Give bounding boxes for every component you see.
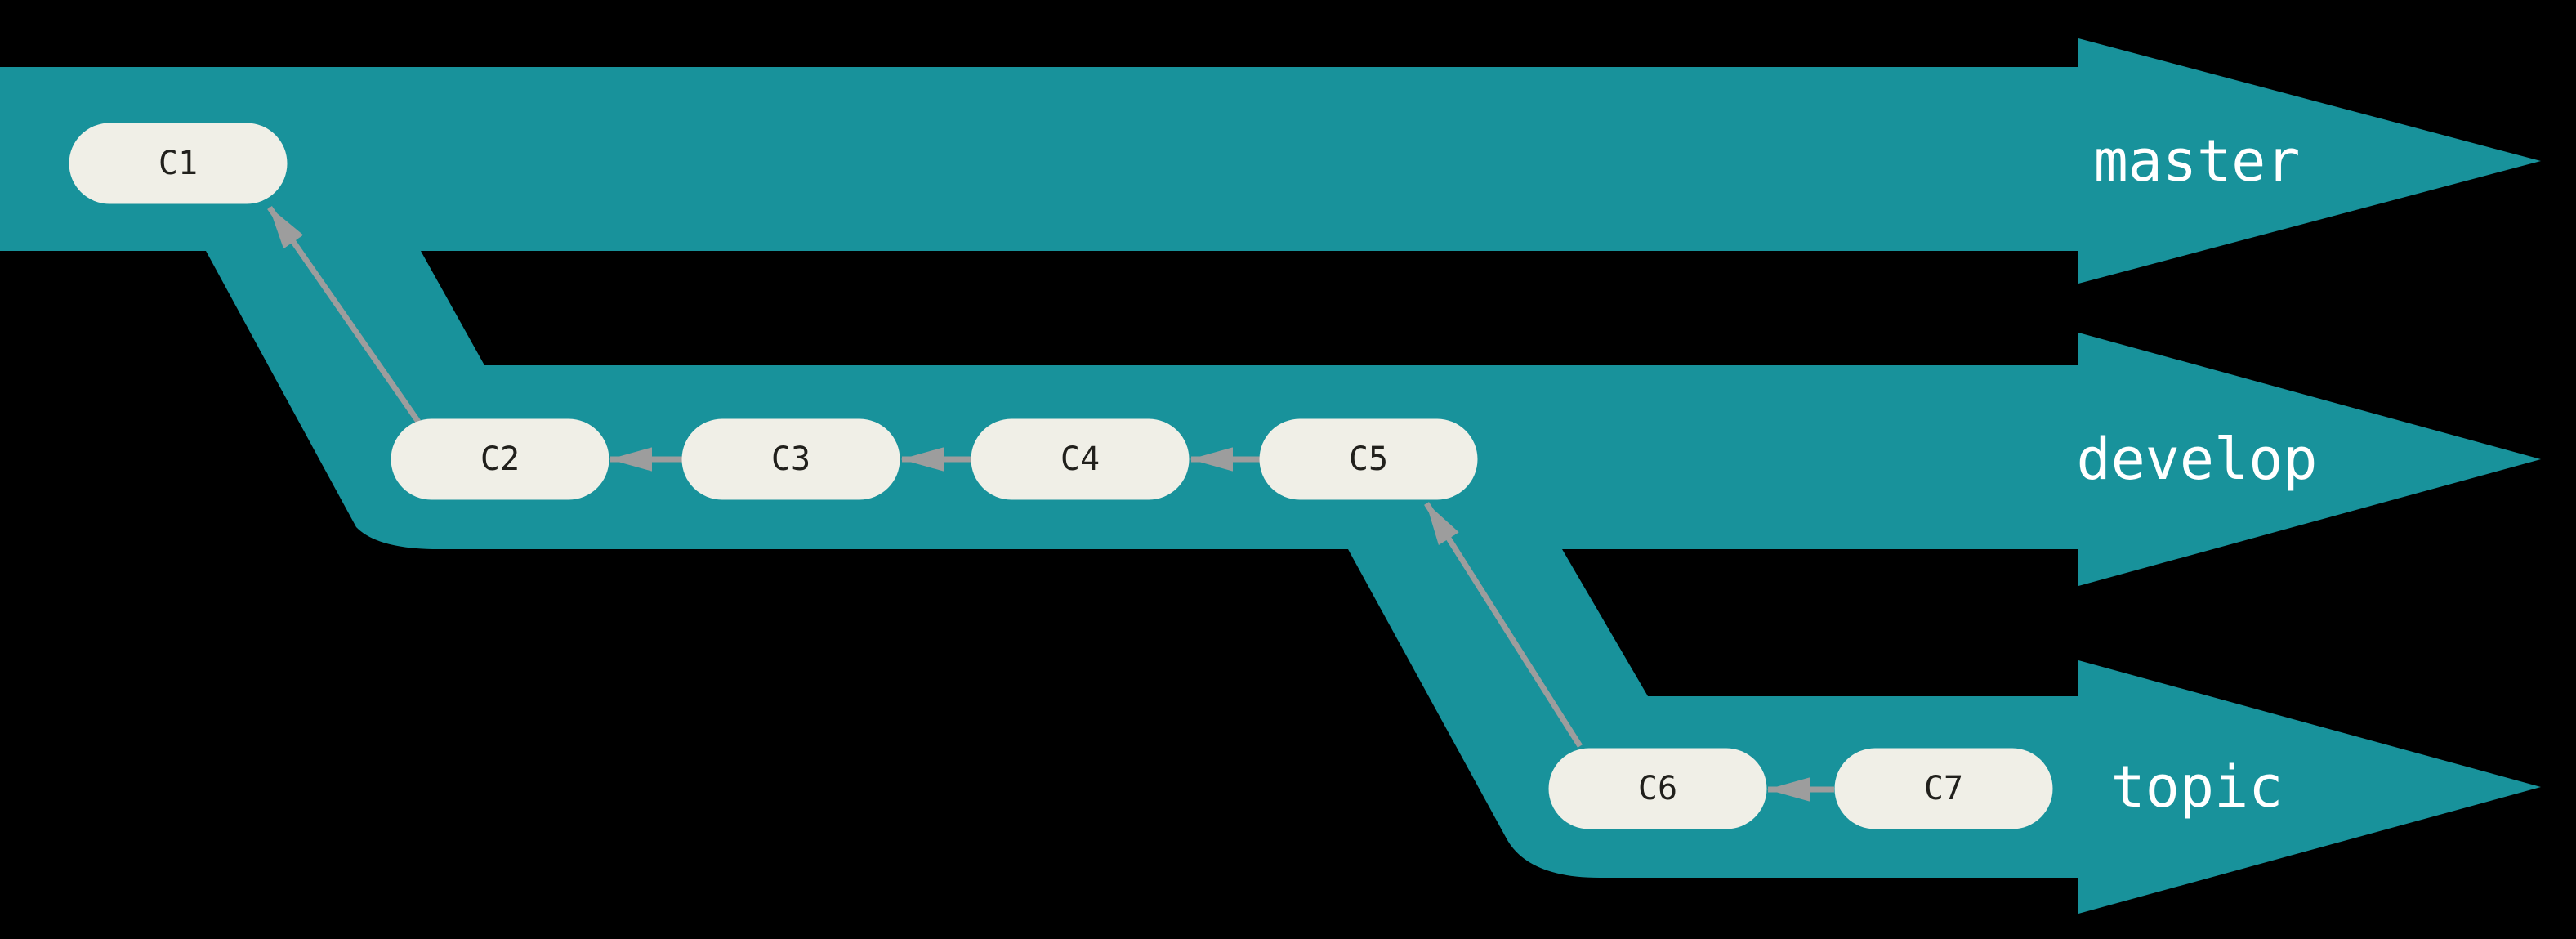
branch-labels: master develop topic xyxy=(2076,127,2317,821)
commit-node-C6: C6 xyxy=(1548,748,1767,829)
commit-label-C4: C4 xyxy=(1060,440,1100,478)
commit-label-C7: C7 xyxy=(1924,770,1963,807)
commit-node-C1: C1 xyxy=(69,123,288,204)
commit-label-C6: C6 xyxy=(1638,770,1677,807)
branch-label-topic: topic xyxy=(2111,753,2284,821)
commit-node-C2: C2 xyxy=(391,418,609,500)
branch-band-master xyxy=(0,38,2541,284)
branch-band-develop xyxy=(206,251,2541,586)
commit-pill-C6 xyxy=(1548,748,1767,829)
branch-label-master: master xyxy=(2094,127,2301,195)
commit-pill-C5 xyxy=(1259,418,1478,500)
commit-parent-edges xyxy=(267,206,1834,802)
commit-label-C2: C2 xyxy=(480,440,520,478)
parent-edge-C6-to-C5 xyxy=(1424,502,1583,748)
commit-label-C5: C5 xyxy=(1349,440,1388,478)
commit-node-C7: C7 xyxy=(1834,748,2053,829)
commit-pill-C4 xyxy=(971,418,1190,500)
commit-node-C3: C3 xyxy=(681,418,900,500)
commit-label-C1: C1 xyxy=(158,145,198,182)
commit-pill-C2 xyxy=(391,418,609,500)
branch-band-topic xyxy=(1348,549,2541,914)
commit-pill-C1 xyxy=(69,123,288,204)
commit-pill-C7 xyxy=(1834,748,2053,829)
branch-label-develop: develop xyxy=(2076,426,2317,493)
commit-label-C3: C3 xyxy=(771,440,810,478)
commit-pill-C3 xyxy=(681,418,900,500)
parent-edge-C2-to-C1 xyxy=(267,206,421,423)
commit-node-C4: C4 xyxy=(971,418,1190,500)
commit-node-C5: C5 xyxy=(1259,418,1478,500)
